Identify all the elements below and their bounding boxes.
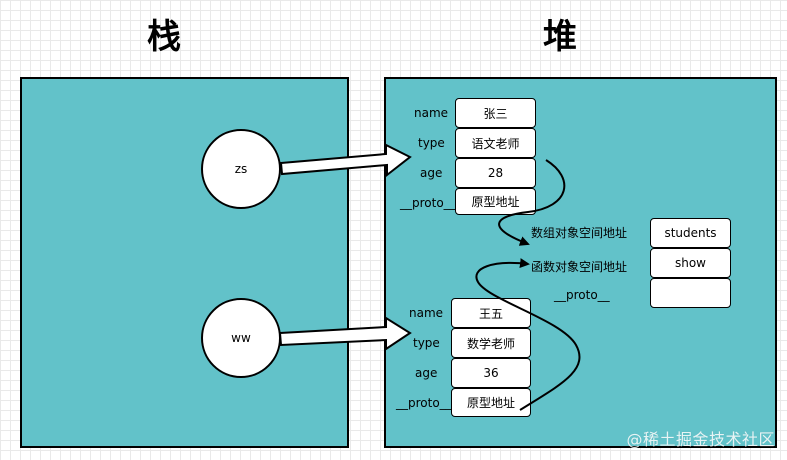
proto-row-value-proto bbox=[650, 278, 731, 308]
zs-type-value: 语文老师 bbox=[471, 136, 520, 151]
zs-field-key-age: age bbox=[420, 166, 443, 180]
zs-proto-value: 原型地址 bbox=[471, 195, 520, 209]
stack-var-ww: ww bbox=[201, 298, 281, 378]
ww-field-value-type: 数学老师 bbox=[451, 328, 531, 358]
zs-field-value-type: 语文老师 bbox=[455, 128, 536, 158]
zs-field-key-name: name bbox=[414, 106, 449, 120]
ww-field-value-proto: 原型地址 bbox=[451, 388, 531, 417]
ww-proto-value: 原型地址 bbox=[466, 396, 515, 410]
ww-field-value-age: 36 bbox=[451, 358, 531, 388]
ww-type-value: 数学老师 bbox=[466, 336, 515, 351]
proto-students-value: students bbox=[664, 226, 717, 240]
proto-row-label-function: 函数对象空间地址 bbox=[531, 260, 628, 274]
heap-header: 堆 bbox=[543, 17, 577, 57]
ww-field-key-name: name bbox=[409, 306, 444, 320]
stack-var-ww-label: ww bbox=[231, 331, 251, 345]
proto-row-label-array: 数组对象空间地址 bbox=[531, 226, 628, 240]
ww-name-value: 王五 bbox=[478, 306, 503, 321]
ww-field-key-age: age bbox=[415, 366, 438, 380]
ww-field-key-type: type bbox=[413, 336, 440, 350]
ww-field-value-name: 王五 bbox=[451, 298, 531, 328]
zs-field-key-proto: __proto__ bbox=[400, 196, 456, 210]
zs-age-value: 28 bbox=[487, 166, 504, 180]
proto-row-value-show: show bbox=[650, 248, 731, 278]
zs-field-key-type: type bbox=[418, 136, 445, 150]
zs-field-value-age: 28 bbox=[455, 158, 536, 188]
ww-age-value: 36 bbox=[483, 366, 499, 380]
watermark: @稀土掘金技术社区 bbox=[626, 430, 775, 449]
zs-field-value-proto: 原型地址 bbox=[455, 188, 536, 215]
proto-row-value-students: students bbox=[650, 218, 731, 248]
stack-header: 栈 bbox=[147, 17, 181, 57]
stack-var-zs-label: zs bbox=[234, 162, 248, 176]
proto-row-label-proto: __proto__ bbox=[554, 288, 610, 302]
ww-field-key-proto: __proto__ bbox=[396, 396, 452, 410]
zs-name-value: 张三 bbox=[483, 106, 508, 121]
proto-show-value: show bbox=[674, 256, 706, 270]
zs-field-value-name: 张三 bbox=[455, 98, 536, 128]
stack-panel bbox=[20, 77, 349, 448]
stack-var-zs: zs bbox=[201, 129, 281, 209]
